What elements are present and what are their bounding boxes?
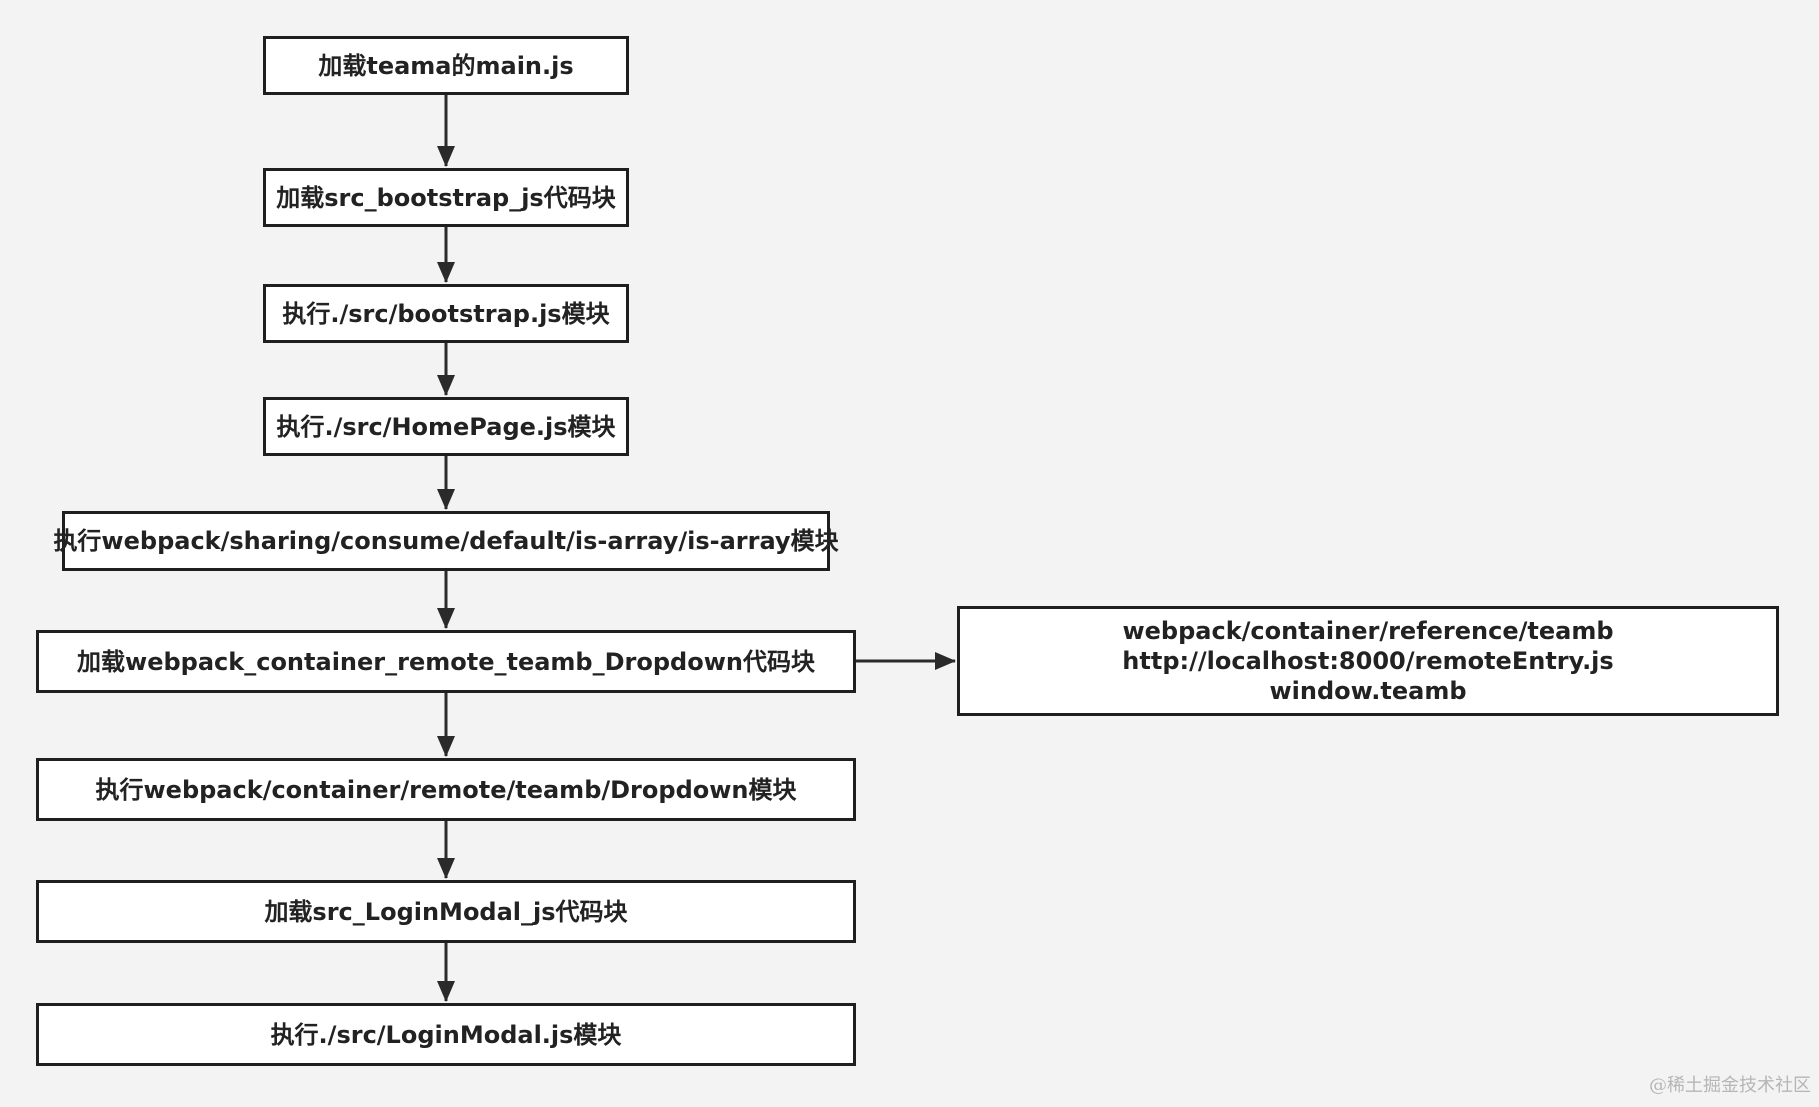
node-exec-is-array-module: 执行webpack/sharing/consume/default/is-arr… <box>53 511 839 571</box>
node-label: 加载src_bootstrap_js代码块 <box>276 183 616 212</box>
node-line-remote-entry: http://localhost:8000/remoteEntry.js <box>1122 647 1614 675</box>
arrowhead-n6-n10 <box>935 652 956 670</box>
node-label: 加载src_LoginModal_js代码块 <box>264 897 628 926</box>
node-load-bootstrap-chunk: 加载src_bootstrap_js代码块 <box>263 168 629 227</box>
arrowhead-n1-n2 <box>437 146 455 167</box>
arrowhead-n4-n5 <box>437 489 455 510</box>
node-label: 加载webpack_container_remote_teamb_Dropdow… <box>77 647 815 676</box>
node-exec-remote-dropdown-module: 执行webpack/container/remote/teamb/Dropdow… <box>36 758 856 821</box>
node-label: 执行webpack/sharing/consume/default/is-arr… <box>53 527 839 555</box>
node-load-teama-main: 加载teama的main.js <box>263 36 629 95</box>
node-label: 执行./src/LoginModal.js模块 <box>270 1020 622 1049</box>
node-line-window-teamb: window.teamb <box>1269 677 1467 705</box>
arrowhead-n6-n7 <box>437 736 455 757</box>
arrowhead-n8-n9 <box>437 981 455 1002</box>
node-label: 加载teama的main.js <box>318 51 574 80</box>
node-exec-loginmodal-module: 执行./src/LoginModal.js模块 <box>36 1003 856 1066</box>
node-line-reference: webpack/container/reference/teamb <box>1122 617 1614 645</box>
node-load-remote-dropdown-chunk: 加载webpack_container_remote_teamb_Dropdow… <box>36 630 856 693</box>
arrowhead-n7-n8 <box>437 858 455 879</box>
arrowhead-n2-n3 <box>437 262 455 283</box>
watermark: @稀土掘金技术社区 <box>1649 1075 1811 1096</box>
arrowhead-n5-n6 <box>437 608 455 629</box>
node-remote-reference-teamb: webpack/container/reference/teamb http:/… <box>957 606 1779 716</box>
node-load-loginmodal-chunk: 加载src_LoginModal_js代码块 <box>36 880 856 943</box>
node-label: 执行./src/HomePage.js模块 <box>276 412 616 441</box>
node-label: 执行webpack/container/remote/teamb/Dropdow… <box>95 775 797 804</box>
node-label: 执行./src/bootstrap.js模块 <box>282 299 610 328</box>
node-exec-homepage-module: 执行./src/HomePage.js模块 <box>263 397 629 456</box>
node-exec-bootstrap-module: 执行./src/bootstrap.js模块 <box>263 284 629 343</box>
arrowhead-n3-n4 <box>437 375 455 396</box>
